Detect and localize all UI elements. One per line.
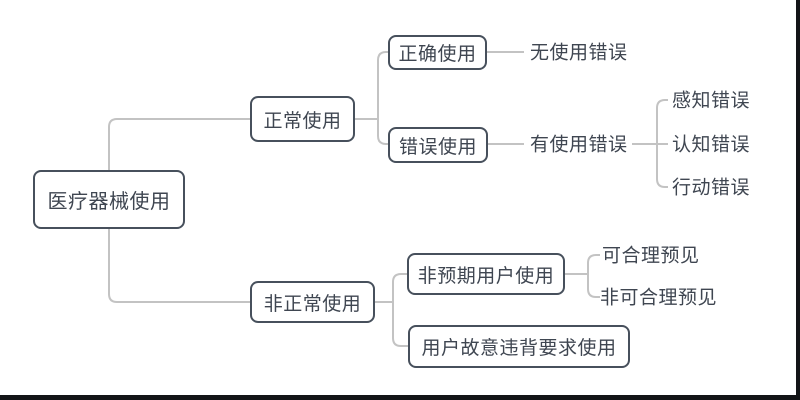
connector-normal-to-correct-use [377, 51, 388, 119]
node-medical-device-use-label: 医疗器械使用 [47, 191, 171, 213]
node-erroneous-use-label: 错误使用 [398, 136, 477, 158]
leaf-cognition-error[interactable]: 认知错误 [672, 134, 751, 156]
connector-to-perception-error [656, 99, 668, 144]
leaf-not-reasonably-foreseeable[interactable]: 非可合理预见 [600, 287, 718, 309]
node-unintended-user-use-label: 非预期用户使用 [417, 265, 555, 287]
connector-abnormal-to-unintended-user [392, 273, 407, 302]
screen-edge-bottom [0, 395, 800, 400]
leaf-perception-error[interactable]: 感知错误 [672, 90, 751, 112]
node-deliberate-violation-use-label: 用户故意违背要求使用 [421, 338, 617, 359]
leaf-has-use-error[interactable]: 有使用错误 [530, 134, 628, 156]
connector-root-to-normal-use [108, 118, 250, 170]
connector-root-to-abnormal-use [108, 229, 250, 303]
leaf-action-error[interactable]: 行动错误 [672, 177, 751, 199]
connector-to-reasonably-foreseeable [587, 254, 600, 274]
node-erroneous-use[interactable]: 错误使用 [388, 127, 488, 163]
node-abnormal-use-label: 非正常使用 [263, 293, 362, 315]
connector-to-action-error [656, 144, 668, 188]
node-abnormal-use[interactable]: 非正常使用 [250, 281, 375, 323]
node-deliberate-violation-use[interactable]: 用户故意违背要求使用 [408, 325, 630, 368]
node-correct-use[interactable]: 正确使用 [388, 35, 487, 70]
node-correct-use-label: 正确使用 [398, 44, 477, 65]
connector-to-not-reasonably-foreseeable [587, 274, 600, 298]
leaf-no-use-error[interactable]: 无使用错误 [530, 42, 628, 64]
screen-edge-right [796, 0, 800, 400]
node-unintended-user-use[interactable]: 非预期用户使用 [407, 253, 565, 295]
connector-normal-to-erroneous-use [377, 119, 388, 145]
node-normal-use[interactable]: 正常使用 [250, 96, 355, 142]
node-normal-use-label: 正常使用 [263, 110, 342, 132]
leaf-reasonably-foreseeable[interactable]: 可合理预见 [602, 245, 700, 267]
connector-abnormal-to-deliberate-violation [392, 302, 408, 347]
node-medical-device-use[interactable]: 医疗器械使用 [33, 170, 185, 229]
